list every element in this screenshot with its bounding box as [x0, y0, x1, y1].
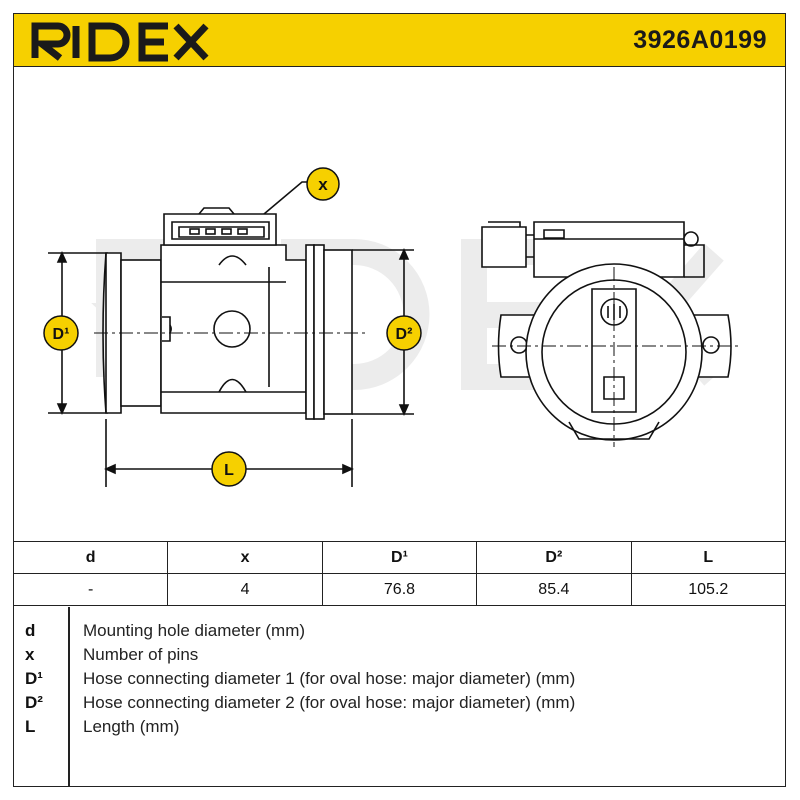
table-header: L: [630, 541, 787, 574]
table-header: x: [167, 541, 323, 574]
label-x-badge: x: [306, 167, 340, 201]
table-cell: 105.2: [630, 573, 787, 606]
table-cell: 76.8: [321, 573, 478, 606]
header-bar: 3926A0199: [13, 13, 786, 67]
legend-item: x Number of pins: [13, 643, 786, 667]
label-d1-badge: D¹: [43, 315, 79, 351]
label-d2-badge: D²: [386, 315, 422, 351]
part-number: 3926A0199: [633, 26, 767, 54]
dimensions-table: d x D¹ D² L - 4 76.8 85.4 105.2: [12, 541, 787, 606]
legend-key: d: [25, 621, 36, 640]
side-view: [48, 181, 414, 487]
legend-item: L Length (mm): [13, 715, 786, 739]
table-header-row: d x D¹ D² L: [12, 541, 787, 574]
table-cell: -: [12, 573, 169, 606]
legend: d Mounting hole diameter (mm) x Number o…: [13, 607, 786, 787]
legend-item: D¹ Hose connecting diameter 1 (for oval …: [13, 667, 786, 691]
legend-text: Hose connecting diameter 1 (for oval hos…: [83, 669, 576, 688]
table-header: D²: [476, 541, 632, 574]
table-header: D¹: [321, 541, 478, 574]
legend-item: D² Hose connecting diameter 2 (for oval …: [13, 691, 786, 715]
label-l: L: [224, 462, 234, 479]
legend-text: Mounting hole diameter (mm): [83, 621, 306, 640]
front-view: [481, 221, 739, 447]
table-row: - 4 76.8 85.4 105.2: [12, 573, 787, 606]
legend-key: L: [25, 717, 36, 736]
legend-key: D¹: [25, 669, 43, 688]
table-header: d: [12, 541, 169, 574]
legend-text: Number of pins: [83, 645, 199, 664]
technical-drawing: x D¹ D² L: [43, 167, 739, 487]
legend-key: D²: [25, 693, 43, 712]
ridex-logo: [31, 22, 209, 62]
label-l-badge: L: [211, 451, 247, 487]
legend-text: Length (mm): [83, 717, 180, 736]
legend-item: d Mounting hole diameter (mm): [13, 619, 786, 643]
legend-key: x: [25, 645, 35, 664]
label-d1: D¹: [53, 326, 70, 343]
table-cell: 85.4: [476, 573, 632, 606]
table-cell: 4: [167, 573, 323, 606]
legend-divider: [68, 607, 70, 787]
label-x: x: [318, 175, 328, 194]
legend-text: Hose connecting diameter 2 (for oval hos…: [83, 693, 576, 712]
label-d2: D²: [396, 326, 413, 343]
